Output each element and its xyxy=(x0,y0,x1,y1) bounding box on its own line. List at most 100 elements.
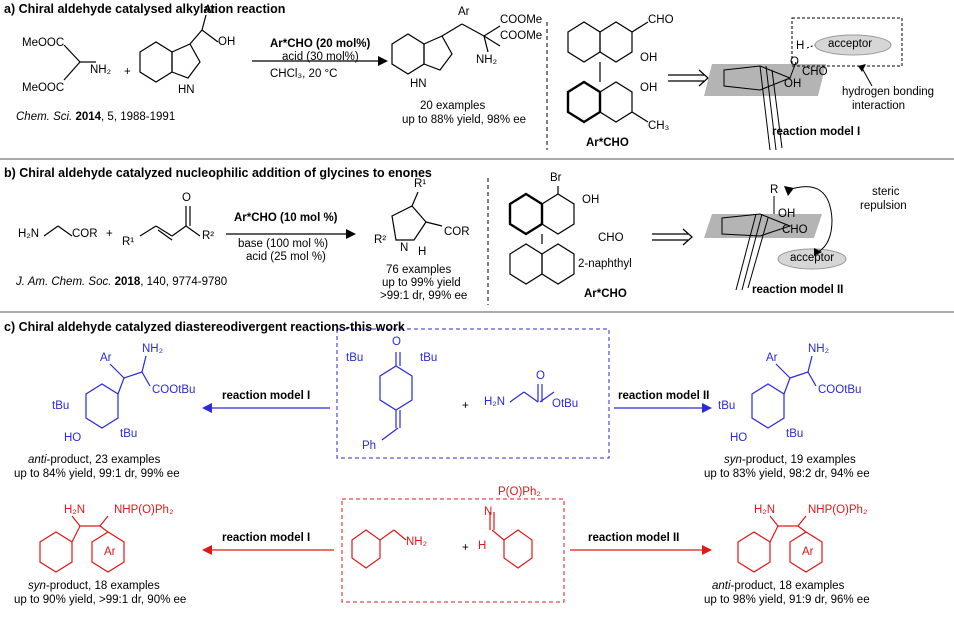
section-b-heading: b) Chiral aldehyde catalyzed nucleophili… xyxy=(4,166,432,180)
qm-o: O xyxy=(392,336,401,348)
section-c-heading: c) Chiral aldehyde catalyzed diastereodi… xyxy=(4,320,405,334)
section-a-heading: a) Chiral aldehyde catalysed alkylation … xyxy=(4,2,286,16)
catalyst-a-structure xyxy=(566,21,649,124)
syn-diamine-structure xyxy=(39,515,125,573)
syn-diamine-desc: syn-product, 18 examples xyxy=(28,580,160,592)
catalyst-a-label: Ar*CHO xyxy=(586,137,629,149)
model-ii-r: R xyxy=(770,184,779,196)
implies-arrow-a xyxy=(668,69,709,87)
enone-r2: R² xyxy=(202,230,215,242)
red-reactant-box xyxy=(341,498,565,603)
glycine-cor: COR xyxy=(72,228,98,240)
syn-product-structure xyxy=(751,355,817,429)
catalyst-a-ch3: CH₃ xyxy=(648,120,670,132)
pyrroline-product-structure xyxy=(391,191,443,241)
row1-model-ii-label: reaction model II xyxy=(618,390,710,402)
arrow-row2-left xyxy=(202,545,334,555)
anti-diamine-desc: anti-product, 18 examples xyxy=(712,580,845,592)
syn-diamine-nhp: NHP(O)Ph₂ xyxy=(114,504,174,516)
row2-model-i-label: reaction model I xyxy=(222,532,311,544)
product-a-coome-2: COOMe xyxy=(500,30,543,42)
anti-diamine-nhp: NHP(O)Ph₂ xyxy=(808,504,868,516)
acid-loading-b: acid (25 mol %) xyxy=(246,251,326,263)
malonate-label-top: MeOOC xyxy=(22,37,65,49)
steric-label-1: steric xyxy=(872,186,900,198)
implies-arrow-b xyxy=(652,228,693,246)
qm-ph: Ph xyxy=(362,440,377,452)
enone-structure xyxy=(139,206,201,241)
syn-product-tbu-1: tBu xyxy=(718,400,736,412)
yield-a: up to 88% yield, 98% ee xyxy=(402,114,527,126)
qm-tbu-right: tBu xyxy=(420,352,438,364)
model-i-label: reaction model I xyxy=(772,126,861,138)
examples-b: 76 examples xyxy=(386,264,452,276)
anti-diamine-structure xyxy=(737,515,823,573)
plus-a: + xyxy=(124,66,131,78)
anti-diamine-yield: up to 98% yield, 91:9 dr, 96% ee xyxy=(704,594,870,606)
picolylamine-nh2: NH₂ xyxy=(406,536,428,548)
selectivity-b: >99:1 dr, 99% ee xyxy=(380,290,468,302)
catalyst-loading-b: Ar*CHO (10 mol %) xyxy=(234,212,338,224)
enone-r1: R¹ xyxy=(122,236,135,248)
syn-product-ho: HO xyxy=(730,432,748,444)
syn-product-yield: up to 83% yield, 98:2 dr, 94% ee xyxy=(704,468,870,480)
ester-otbu: OtBu xyxy=(552,398,579,410)
malonate-label-bottom: MeOOC xyxy=(22,82,65,94)
malonate-structure xyxy=(63,44,96,81)
syn-product-tbu-2: tBu xyxy=(786,428,804,440)
enone-o: O xyxy=(182,192,191,204)
product-a-ar: Ar xyxy=(458,6,470,18)
arrow-row2-right xyxy=(570,545,712,555)
base-loading-b: base (100 mol %) xyxy=(238,238,329,250)
catalyst-loading-a: Ar*CHO (20 mol%) xyxy=(270,38,371,50)
model-i-cho: CHO xyxy=(802,66,828,78)
syn-product-ar: Ar xyxy=(766,352,778,364)
catalyst-b-oh: OH xyxy=(582,194,600,206)
imine-h: H xyxy=(478,540,487,552)
syn-product-cootbu: COOtBu xyxy=(818,384,862,396)
product-b-r1: R¹ xyxy=(414,178,427,190)
catalyst-b-structure xyxy=(508,186,575,285)
model-i-o: O xyxy=(790,56,799,68)
anti-product-desc: anti-product, 23 examples xyxy=(28,454,161,466)
model-i-oh: OH xyxy=(784,78,802,90)
hbond-label-1: hydrogen bonding xyxy=(842,86,935,98)
reaction-arrow-b xyxy=(226,229,356,239)
imine-structure xyxy=(489,512,533,569)
acceptor-a: acceptor xyxy=(828,38,873,50)
model-ii-drawing xyxy=(704,186,847,291)
catalyst-b-label: Ar*CHO xyxy=(584,288,627,300)
syn-diamine-ar: Ar xyxy=(104,546,116,558)
anti-diamine-ar: Ar xyxy=(802,546,814,558)
indole-alcohol-structure xyxy=(139,14,219,83)
indole-hn: HN xyxy=(178,84,195,96)
catalyst-a-oh-2: OH xyxy=(640,82,658,94)
indole-ar: Ar xyxy=(204,4,216,16)
product-b-cor: COR xyxy=(444,226,470,238)
anti-diamine-h2n: H₂N xyxy=(754,504,776,516)
row2-model-ii-label: reaction model II xyxy=(588,532,680,544)
syn-product-nh2: NH₂ xyxy=(808,343,830,355)
anti-product-ar: Ar xyxy=(100,352,112,364)
reference-b: J. Am. Chem. Soc. 2018, 140, 9774-9780 xyxy=(16,276,228,288)
conditions-a: CHCl₃, 20 °C xyxy=(270,68,338,80)
examples-a: 20 examples xyxy=(420,100,486,112)
hbond-label-2: interaction xyxy=(852,100,906,112)
glycine-b-structure xyxy=(43,225,73,237)
acceptor-b: acceptor xyxy=(790,252,835,264)
quinone-methide-structure xyxy=(379,352,413,441)
yield-b: up to 99% yield xyxy=(382,277,461,289)
acid-loading-a: acid (30 mol%) xyxy=(282,51,359,63)
glycine-h2n: H₂N xyxy=(18,228,40,240)
blue-reactant-box xyxy=(336,328,610,459)
malonate-nh2: NH₂ xyxy=(90,64,112,76)
catalyst-b-naphthyl: 2-naphthyl xyxy=(578,258,632,270)
indole-oh: OH xyxy=(218,36,236,48)
product-b-n: N xyxy=(400,242,409,254)
arrow-row1-right xyxy=(614,403,712,413)
catalyst-a-oh-1: OH xyxy=(640,52,658,64)
anti-product-structure xyxy=(85,355,151,429)
plus-c2: + xyxy=(462,542,469,554)
anti-product-cootbu: COOtBu xyxy=(152,384,196,396)
